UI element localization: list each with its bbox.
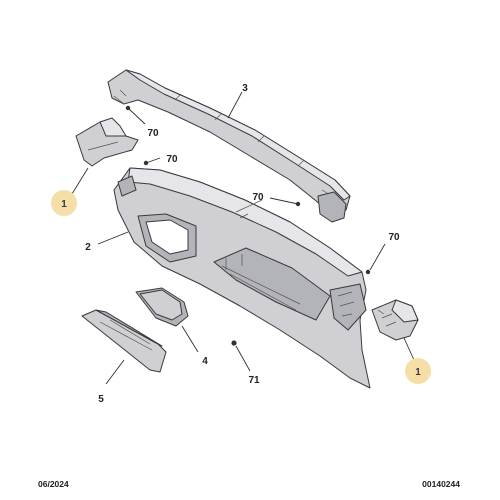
leader-2 — [97, 231, 129, 245]
part-4-flap — [135, 287, 189, 327]
callout-5: 5 — [98, 394, 104, 405]
callout-1-right-highlight — [405, 358, 431, 384]
leader-70-b — [145, 157, 161, 164]
callout-1-left-highlight — [51, 190, 77, 216]
leader-3 — [227, 91, 243, 119]
callout-1-left: 1 — [61, 199, 67, 210]
callout-71: 71 — [248, 375, 260, 386]
callout-70-a: 70 — [147, 128, 159, 139]
leader-4 — [181, 325, 199, 353]
footer-reference: 00140244 — [422, 479, 460, 489]
leader-70-a — [127, 107, 146, 125]
leader-lines — [71, 91, 415, 385]
leader-1-right — [403, 337, 415, 361]
callout-70-c: 70 — [252, 192, 264, 203]
fastener-71 — [231, 340, 237, 346]
leader-71 — [235, 345, 251, 372]
leader-70-c — [269, 197, 299, 205]
callout-2: 2 — [85, 242, 91, 253]
leader-1-left — [71, 167, 89, 195]
callout-3: 3 — [242, 83, 248, 94]
leader-70-d — [369, 243, 386, 271]
part-3-upper-trim — [107, 69, 351, 223]
part-2-glovebox-panel — [113, 167, 371, 389]
footer-date: 06/2024 — [38, 479, 69, 489]
callout-70-d: 70 — [388, 232, 400, 243]
part-1-left-cover — [75, 117, 139, 167]
callout-1-right: 1 — [415, 367, 421, 378]
part-5-tray — [81, 309, 167, 373]
callout-4: 4 — [202, 356, 208, 367]
fastener-70-d — [365, 269, 371, 275]
part-1-right-bracket — [371, 299, 419, 341]
leader-5 — [105, 359, 125, 385]
callout-70-b: 70 — [166, 154, 178, 165]
